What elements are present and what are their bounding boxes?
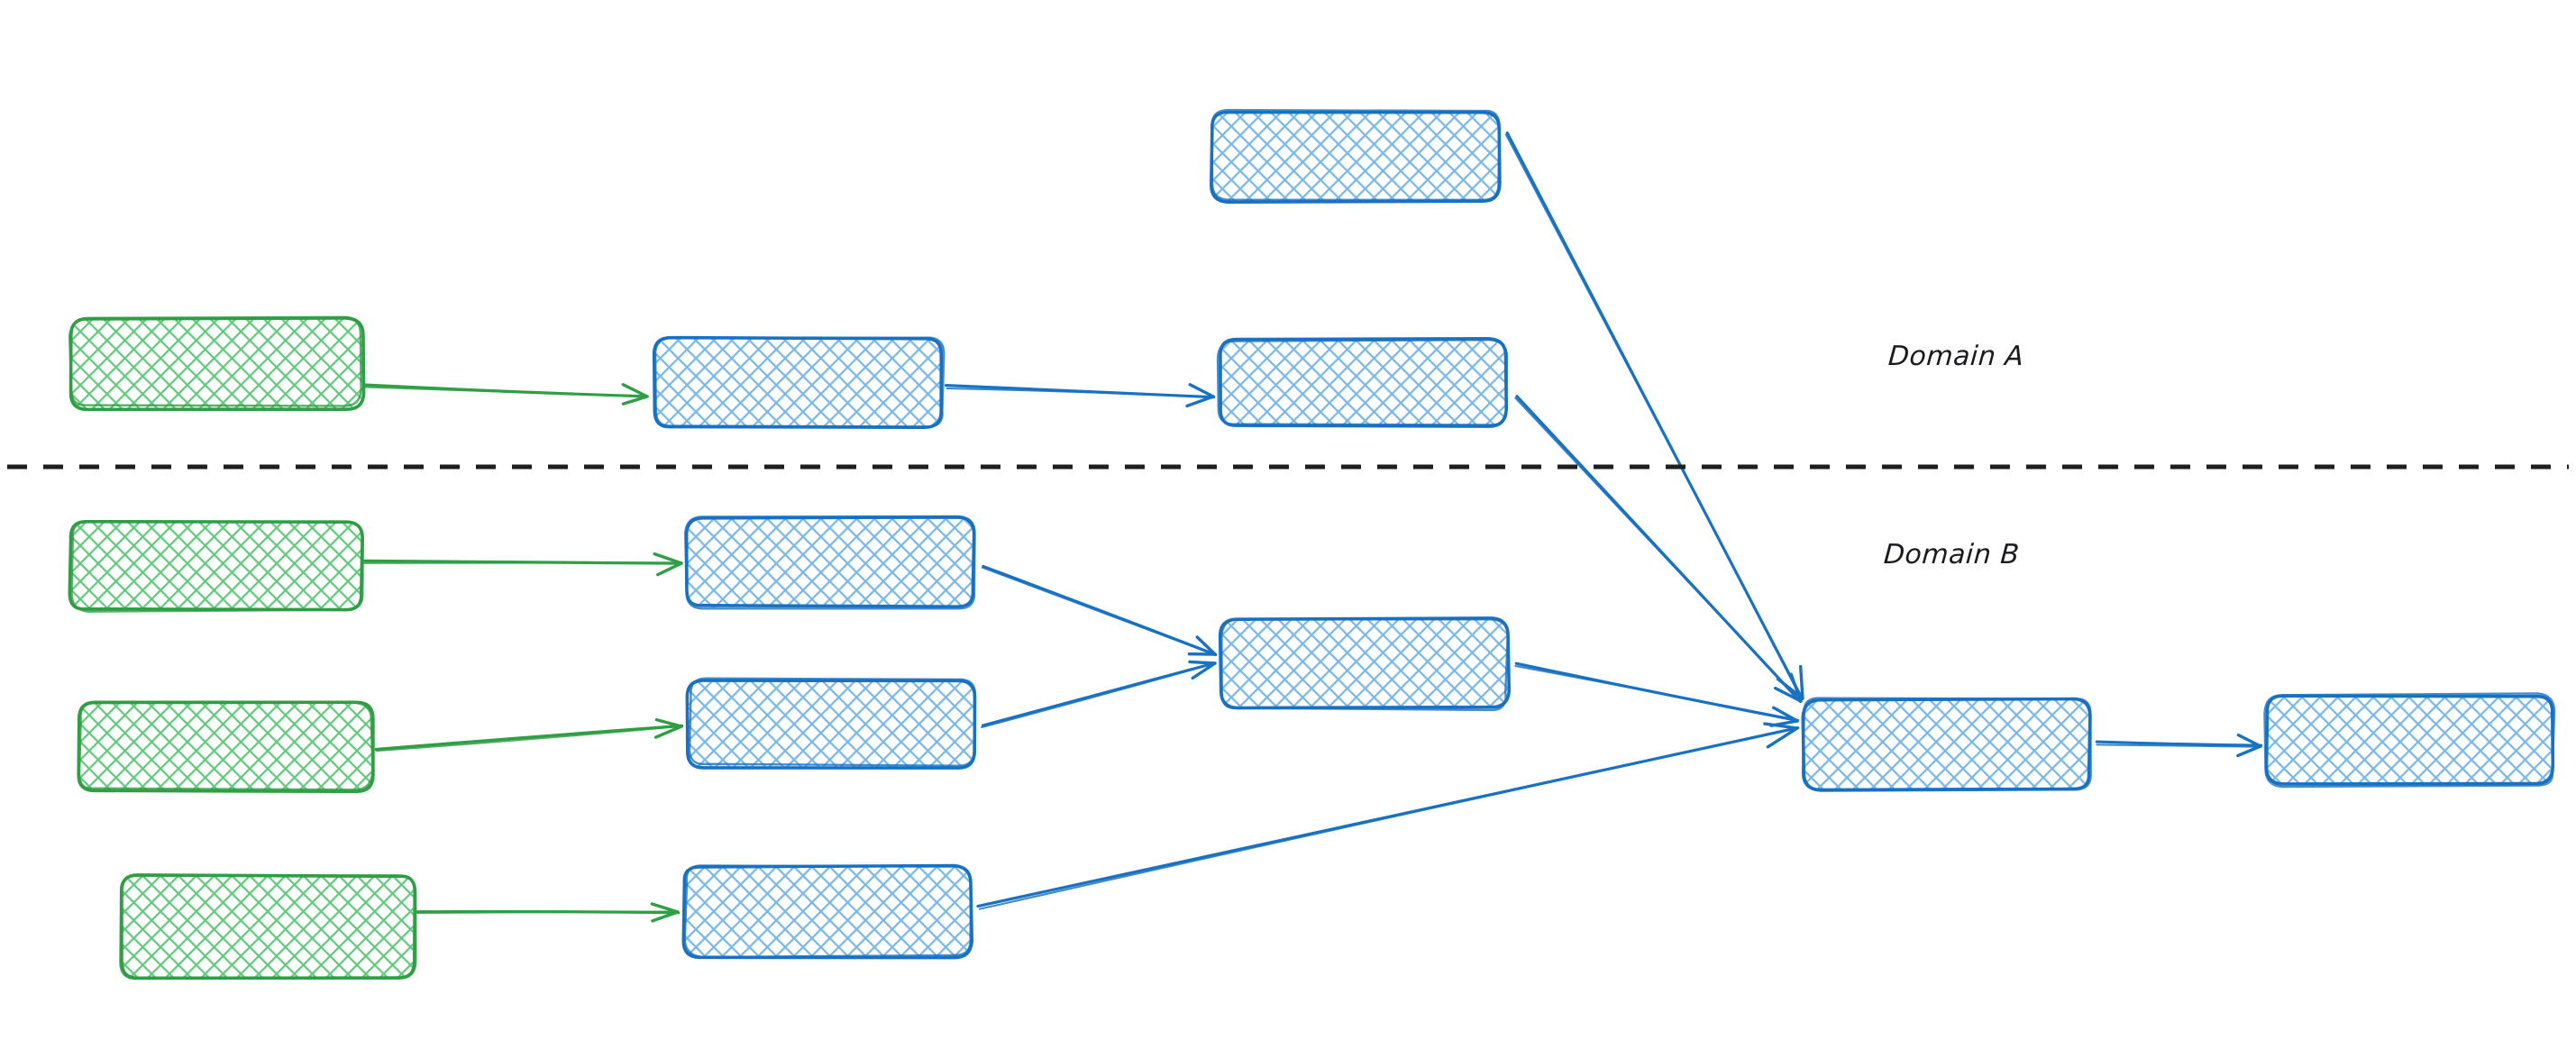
edge-e4[interactable] xyxy=(416,902,681,923)
node-g4[interactable] xyxy=(119,873,417,981)
node-fill xyxy=(1219,339,1506,427)
nodes-layer xyxy=(68,108,2556,981)
node-fill xyxy=(1221,620,1508,708)
node-b_b1[interactable] xyxy=(684,515,976,610)
edge-line xyxy=(362,561,683,564)
edge-line xyxy=(2095,740,2263,747)
edge-e8[interactable] xyxy=(981,564,1218,657)
edge-e6[interactable] xyxy=(1504,131,1804,701)
edge-line xyxy=(375,725,682,753)
node-b_b2[interactable] xyxy=(685,677,977,770)
arrow-head xyxy=(2236,733,2262,758)
node-outline xyxy=(685,679,977,770)
node-fill xyxy=(688,519,974,607)
node-fill xyxy=(683,867,970,957)
node-fill xyxy=(2267,696,2553,784)
arrow-head xyxy=(1187,635,1217,656)
node-fill xyxy=(79,701,373,791)
node-fill xyxy=(70,521,362,609)
edge-line xyxy=(1514,664,1799,722)
edge-e1[interactable] xyxy=(362,383,649,406)
node-outline xyxy=(70,520,365,613)
arrow-head xyxy=(1763,722,1799,749)
node-outline xyxy=(1216,339,1509,426)
arrow-head xyxy=(650,902,680,923)
arrow-head xyxy=(1188,660,1217,680)
label-domain-b: Domain B xyxy=(1882,539,2021,570)
node-outline xyxy=(77,700,375,793)
edge-line xyxy=(416,910,679,915)
arrow-head xyxy=(621,383,649,406)
node-fill xyxy=(688,680,974,768)
edge-line xyxy=(945,387,1215,398)
label-domain-a: Domain A xyxy=(1886,341,2025,372)
node-fill xyxy=(1210,112,1499,202)
edge-line xyxy=(981,662,1216,729)
edge-e2[interactable] xyxy=(362,552,683,577)
edge-line xyxy=(1504,133,1804,699)
node-fill xyxy=(1803,699,2089,789)
edge-line xyxy=(2096,743,2262,748)
edge-line xyxy=(1514,397,1802,703)
node-outline xyxy=(1801,697,2092,792)
node-g3[interactable] xyxy=(77,700,375,793)
node-b_a2[interactable] xyxy=(1216,336,1509,428)
node-fill xyxy=(122,876,415,979)
edge-e9[interactable] xyxy=(981,660,1217,729)
edge-line xyxy=(374,724,684,752)
edge-e3[interactable] xyxy=(374,717,684,753)
node-g2[interactable] xyxy=(68,519,365,613)
node-b_top[interactable] xyxy=(1210,108,1502,204)
edges-layer xyxy=(362,131,2263,923)
node-outline xyxy=(684,515,976,608)
node-outline xyxy=(688,677,977,767)
arrow-head xyxy=(1185,383,1215,408)
arrow-head xyxy=(653,717,683,739)
node-b_final[interactable] xyxy=(2263,692,2556,789)
node-g1[interactable] xyxy=(68,315,366,412)
node-outline xyxy=(653,336,945,428)
edge-line xyxy=(981,566,1216,656)
node-outline xyxy=(2264,694,2555,786)
arrow-head xyxy=(1774,672,1803,703)
node-outline xyxy=(683,864,973,959)
edge-e7[interactable] xyxy=(1514,395,1803,703)
edge-e5[interactable] xyxy=(944,383,1216,408)
edge-e12[interactable] xyxy=(2095,733,2263,758)
node-b_a1[interactable] xyxy=(652,335,945,430)
node-b_b3[interactable] xyxy=(681,863,974,960)
node-b_mid[interactable] xyxy=(1218,616,1512,712)
arrow-head xyxy=(653,552,683,577)
edge-e10[interactable] xyxy=(1514,661,1800,727)
node-outline xyxy=(68,315,362,407)
node-b_hub[interactable] xyxy=(1801,697,2092,792)
node-fill xyxy=(70,318,362,408)
node-outline xyxy=(1210,108,1501,202)
node-outline xyxy=(78,701,374,791)
node-outline xyxy=(119,874,417,981)
node-outline xyxy=(2263,692,2556,789)
edge-line xyxy=(978,727,1798,910)
node-outline xyxy=(684,515,976,610)
node-outline xyxy=(1220,618,1509,712)
node-fill xyxy=(655,339,942,427)
edge-e11[interactable] xyxy=(976,722,1800,910)
edge-line xyxy=(362,386,648,397)
